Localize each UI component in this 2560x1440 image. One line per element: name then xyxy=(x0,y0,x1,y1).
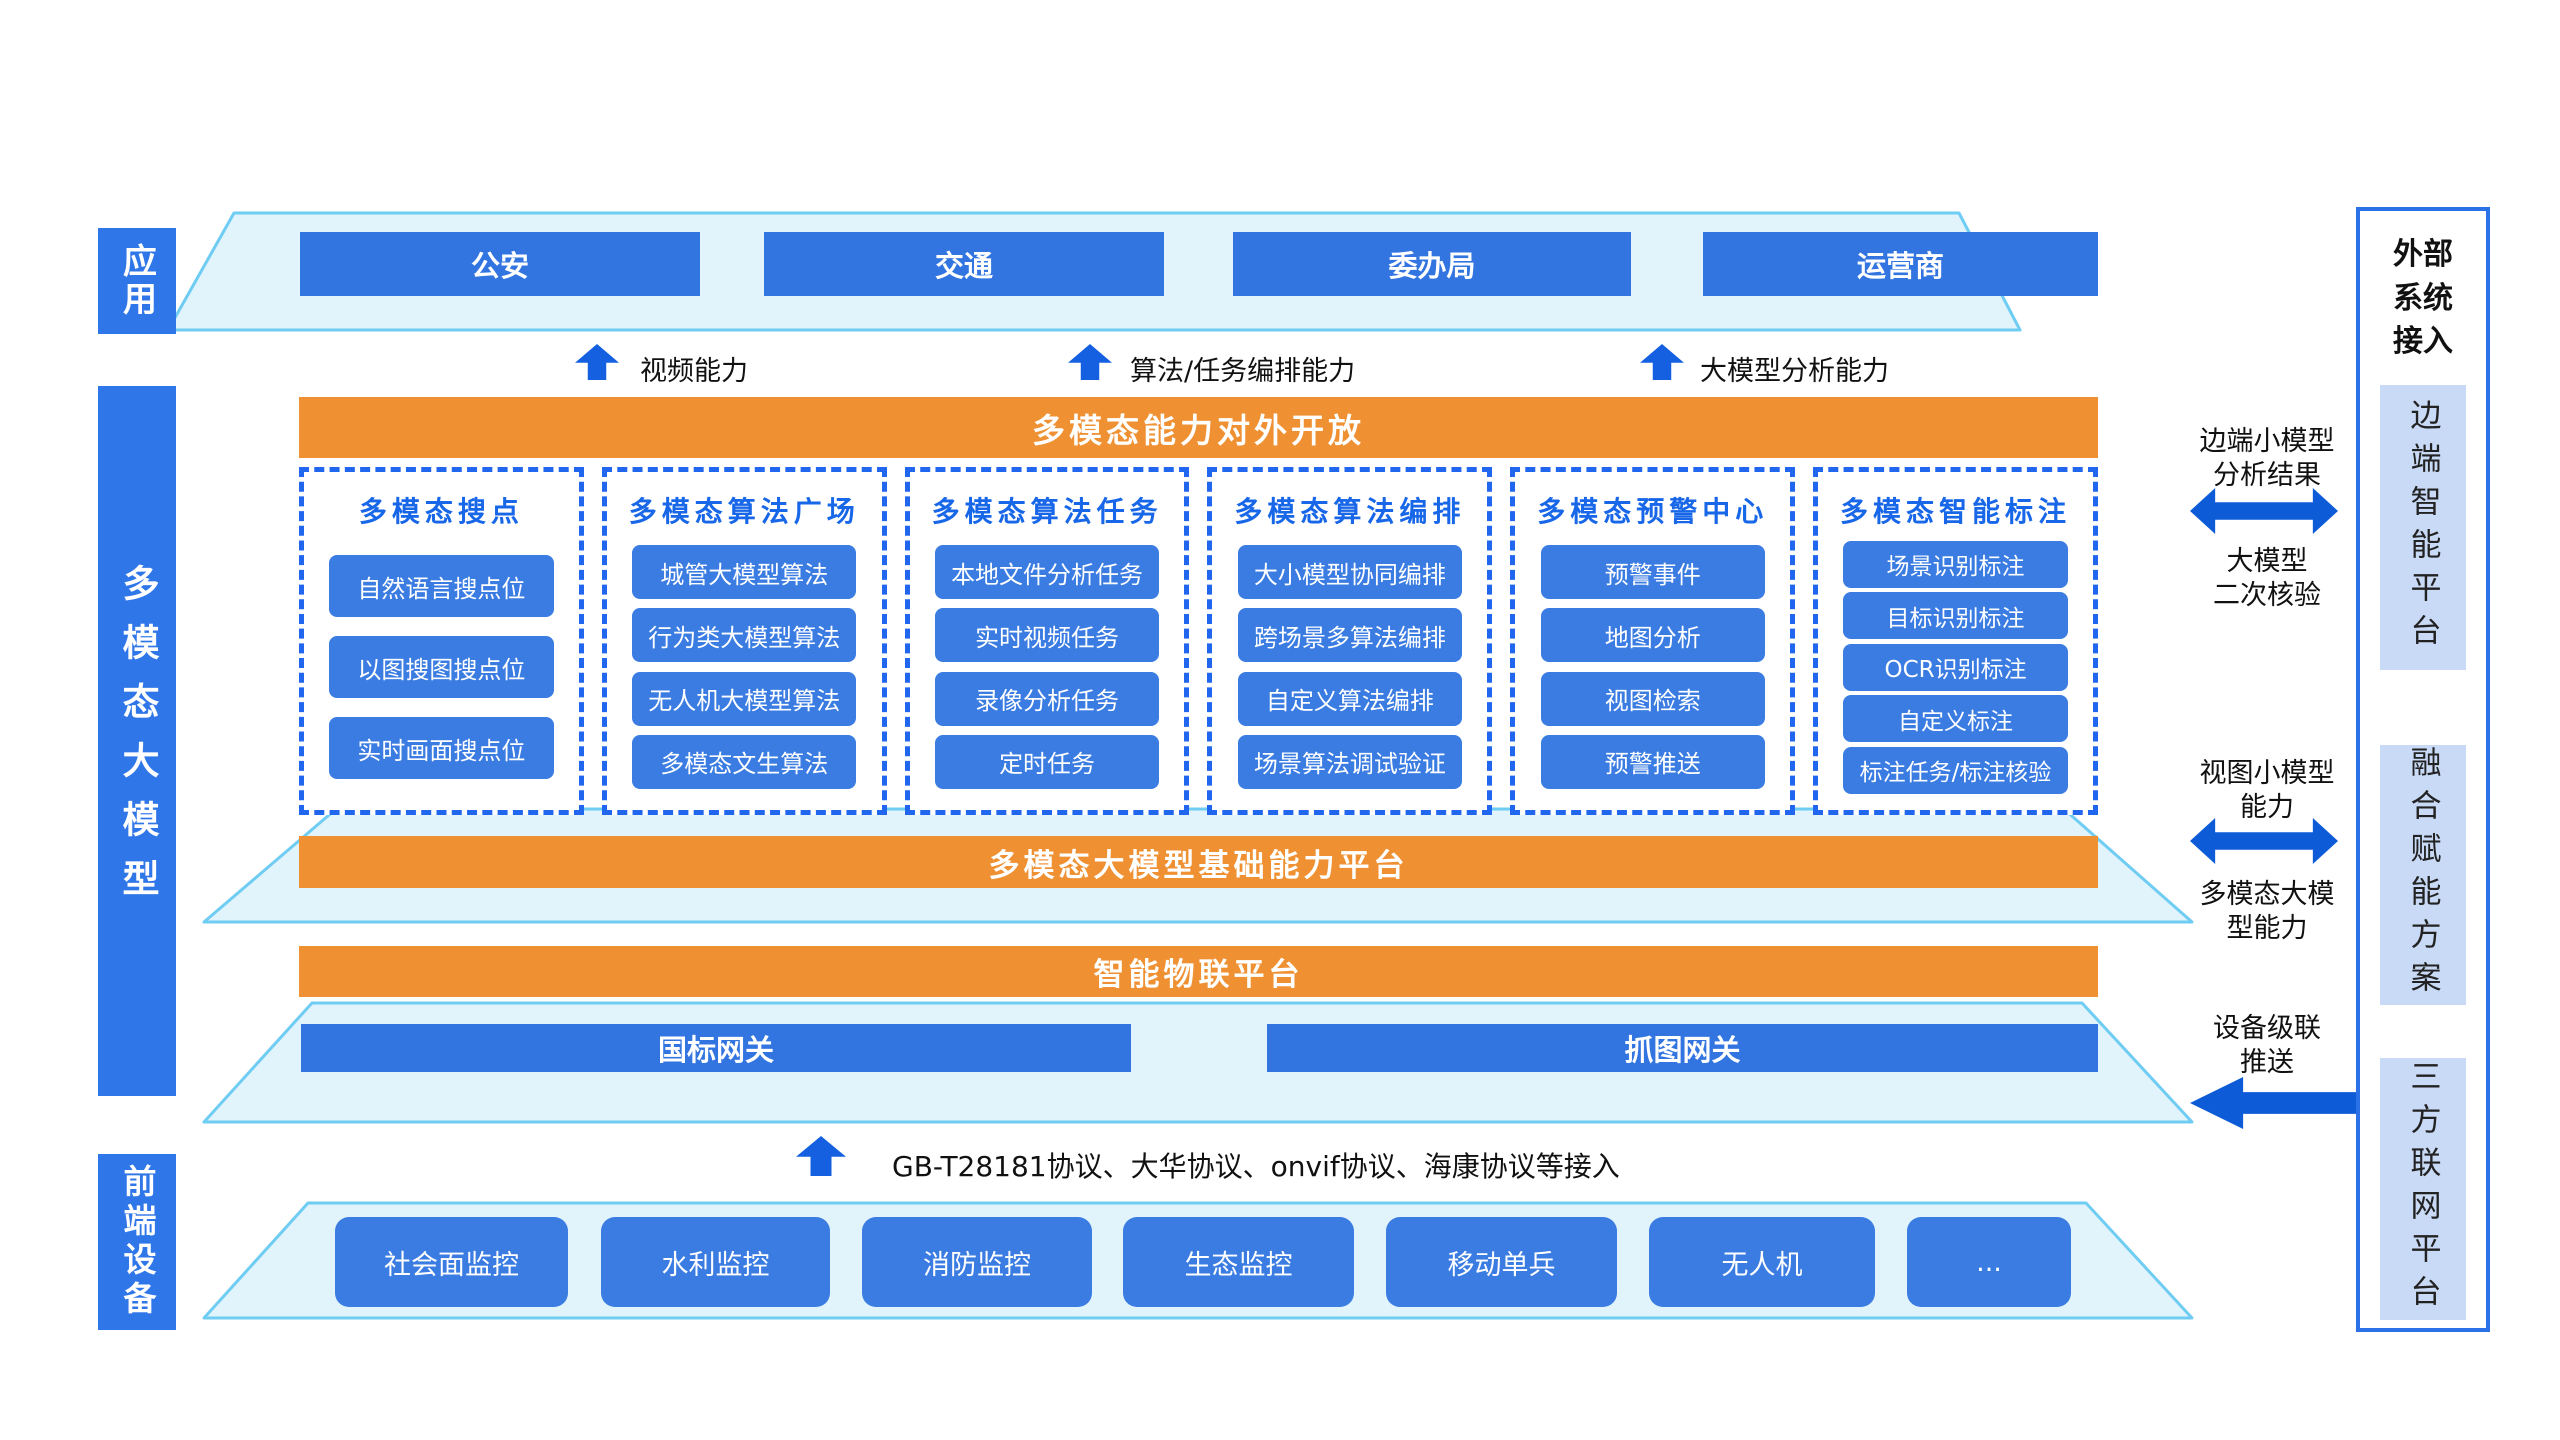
external-edge-intelligence-platform: 边端智能平台 xyxy=(2380,385,2466,670)
device-water-monitoring: 水利监控 xyxy=(601,1217,830,1307)
capability-chip: 跨场景多算法编排 xyxy=(1237,608,1463,663)
foundation-platform-bar: 多模态大模型基础能力平台 xyxy=(299,836,2098,888)
column-smart-annotation: 多模态智能标注 场景识别标注 目标识别标注 OCR识别标注 自定义标注 标注任务… xyxy=(1813,467,2098,815)
column-title: 多模态搜点 xyxy=(358,495,524,528)
rail-multimodal-model: 多模态大模型 xyxy=(98,386,176,1096)
capability-chip: 自然语言搜点位 xyxy=(329,555,554,617)
capability-chip: 实时视频任务 xyxy=(934,608,1160,663)
column-items: 城管大模型算法 行为类大模型算法 无人机大模型算法 多模态文生算法 xyxy=(632,536,857,798)
capability-chip: 无人机大模型算法 xyxy=(632,671,857,726)
capability-chip: 本地文件分析任务 xyxy=(934,545,1160,600)
capability-columns: 多模态搜点 自然语言搜点位 以图搜图搜点位 实时画面搜点位 多模态算法广场 城管… xyxy=(299,467,2098,815)
up-arrow-icon xyxy=(796,1136,846,1176)
capability-chip: 视图检索 xyxy=(1540,671,1765,726)
column-items: 预警事件 地图分析 视图检索 预警推送 xyxy=(1540,536,1765,798)
app-box-committee: 委办局 xyxy=(1233,232,1631,296)
column-algorithm-tasks: 多模态算法任务 本地文件分析任务 实时视频任务 录像分析任务 定时任务 xyxy=(904,467,1190,815)
device-eco-monitoring: 生态监控 xyxy=(1123,1217,1354,1307)
external-third-party-network-platform: 三方联网平台 xyxy=(2380,1058,2466,1320)
capability-chip: 实时画面搜点位 xyxy=(329,717,554,779)
capability-chip: 多模态文生算法 xyxy=(632,734,857,789)
external-panel-title: 外部系统接入 xyxy=(2393,237,2453,359)
capability-chip: 预警推送 xyxy=(1540,734,1765,789)
app-box-traffic: 交通 xyxy=(764,232,1164,296)
column-items: 大小模型协同编排 跨场景多算法编排 自定义算法编排 场景算法调试验证 xyxy=(1237,536,1463,798)
device-drone: 无人机 xyxy=(1649,1217,1875,1307)
device-social-monitoring: 社会面监控 xyxy=(335,1217,568,1307)
capability-chip: 大小模型协同编排 xyxy=(1237,545,1463,600)
link-label-view-small-model: 视图小模型 能力 xyxy=(2199,758,2335,823)
capability-label-llm-analysis: 大模型分析能力 xyxy=(1700,356,1889,387)
double-arrow-icon xyxy=(2190,818,2338,864)
external-fusion-enablement-solution: 融合赋能方案 xyxy=(2380,745,2466,1005)
column-title: 多模态算法广场 xyxy=(628,495,860,528)
capability-chip: 场景识别标注 xyxy=(1843,540,2068,588)
up-arrow-icon xyxy=(575,344,619,380)
iot-platform-bar: 智能物联平台 xyxy=(299,946,2098,997)
link-label-edge-small-model-results: 边端小模型 分析结果 xyxy=(2199,426,2335,491)
up-arrow-icon xyxy=(1068,344,1112,380)
column-algorithm-plaza: 多模态算法广场 城管大模型算法 行为类大模型算法 无人机大模型算法 多模态文生算… xyxy=(601,467,887,815)
capability-chip: 目标识别标注 xyxy=(1843,592,2068,639)
double-arrow-icon xyxy=(2190,488,2338,534)
capability-chip: 录像分析任务 xyxy=(934,671,1160,726)
column-title: 多模态智能标注 xyxy=(1840,495,2072,528)
capability-chip: OCR识别标注 xyxy=(1843,643,2068,691)
column-title: 多模态预警中心 xyxy=(1537,495,1769,528)
column-multimodal-search: 多模态搜点 自然语言搜点位 以图搜图搜点位 实时画面搜点位 xyxy=(299,467,584,815)
capability-chip: 定时任务 xyxy=(934,734,1160,789)
left-arrow-icon xyxy=(2190,1077,2356,1129)
capability-chip: 行为类大模型算法 xyxy=(632,608,857,663)
device-mobile-unit: 移动单兵 xyxy=(1386,1217,1617,1307)
capability-label-orchestration: 算法/任务编排能力 xyxy=(1130,356,1356,387)
capability-chip: 以图搜图搜点位 xyxy=(329,636,554,698)
rail-frontend-devices: 前端设备 xyxy=(98,1154,176,1330)
open-capability-bar: 多模态能力对外开放 xyxy=(299,397,2098,458)
protocol-note: GB-T28181协议、大华协议、onvif协议、海康协议等接入 xyxy=(892,1150,1620,1183)
up-arrow-icon xyxy=(1640,344,1684,380)
rail-application: 应用 xyxy=(98,228,176,334)
capability-chip: 地图分析 xyxy=(1540,608,1765,663)
device-more: ... xyxy=(1907,1217,2071,1307)
device-fire-monitoring: 消防监控 xyxy=(862,1217,1092,1307)
column-items: 本地文件分析任务 实时视频任务 录像分析任务 定时任务 xyxy=(934,536,1160,798)
gateway-gb: 国标网关 xyxy=(301,1024,1131,1072)
column-title: 多模态算法任务 xyxy=(931,495,1163,528)
link-label-device-cascade-push: 设备级联 推送 xyxy=(2213,1013,2321,1078)
link-label-llm-recheck: 大模型 二次核验 xyxy=(2213,546,2321,611)
app-box-operator: 运营商 xyxy=(1703,232,2098,296)
column-title: 多模态算法编排 xyxy=(1234,495,1466,528)
capability-label-video: 视频能力 xyxy=(640,356,748,387)
column-alert-center: 多模态预警中心 预警事件 地图分析 视图检索 预警推送 xyxy=(1510,467,1796,815)
capability-chip: 标注任务/标注核验 xyxy=(1843,746,2068,794)
gateway-snapshot: 抓图网关 xyxy=(1267,1024,2098,1072)
column-items: 场景识别标注 目标识别标注 OCR识别标注 自定义标注 标注任务/标注核验 xyxy=(1843,536,2068,798)
column-algorithm-orchestration: 多模态算法编排 大小模型协同编排 跨场景多算法编排 自定义算法编排 场景算法调试… xyxy=(1207,467,1493,815)
capability-chip: 场景算法调试验证 xyxy=(1237,734,1463,789)
capability-chip: 预警事件 xyxy=(1540,545,1765,600)
capability-chip: 城管大模型算法 xyxy=(632,545,857,600)
capability-chip: 自定义算法编排 xyxy=(1237,671,1463,726)
link-label-multimodal-llm-capability: 多模态大模 型能力 xyxy=(2199,879,2335,944)
app-box-police: 公安 xyxy=(300,232,700,296)
column-items: 自然语言搜点位 以图搜图搜点位 实时画面搜点位 xyxy=(329,536,554,798)
capability-chip: 自定义标注 xyxy=(1843,695,2068,742)
